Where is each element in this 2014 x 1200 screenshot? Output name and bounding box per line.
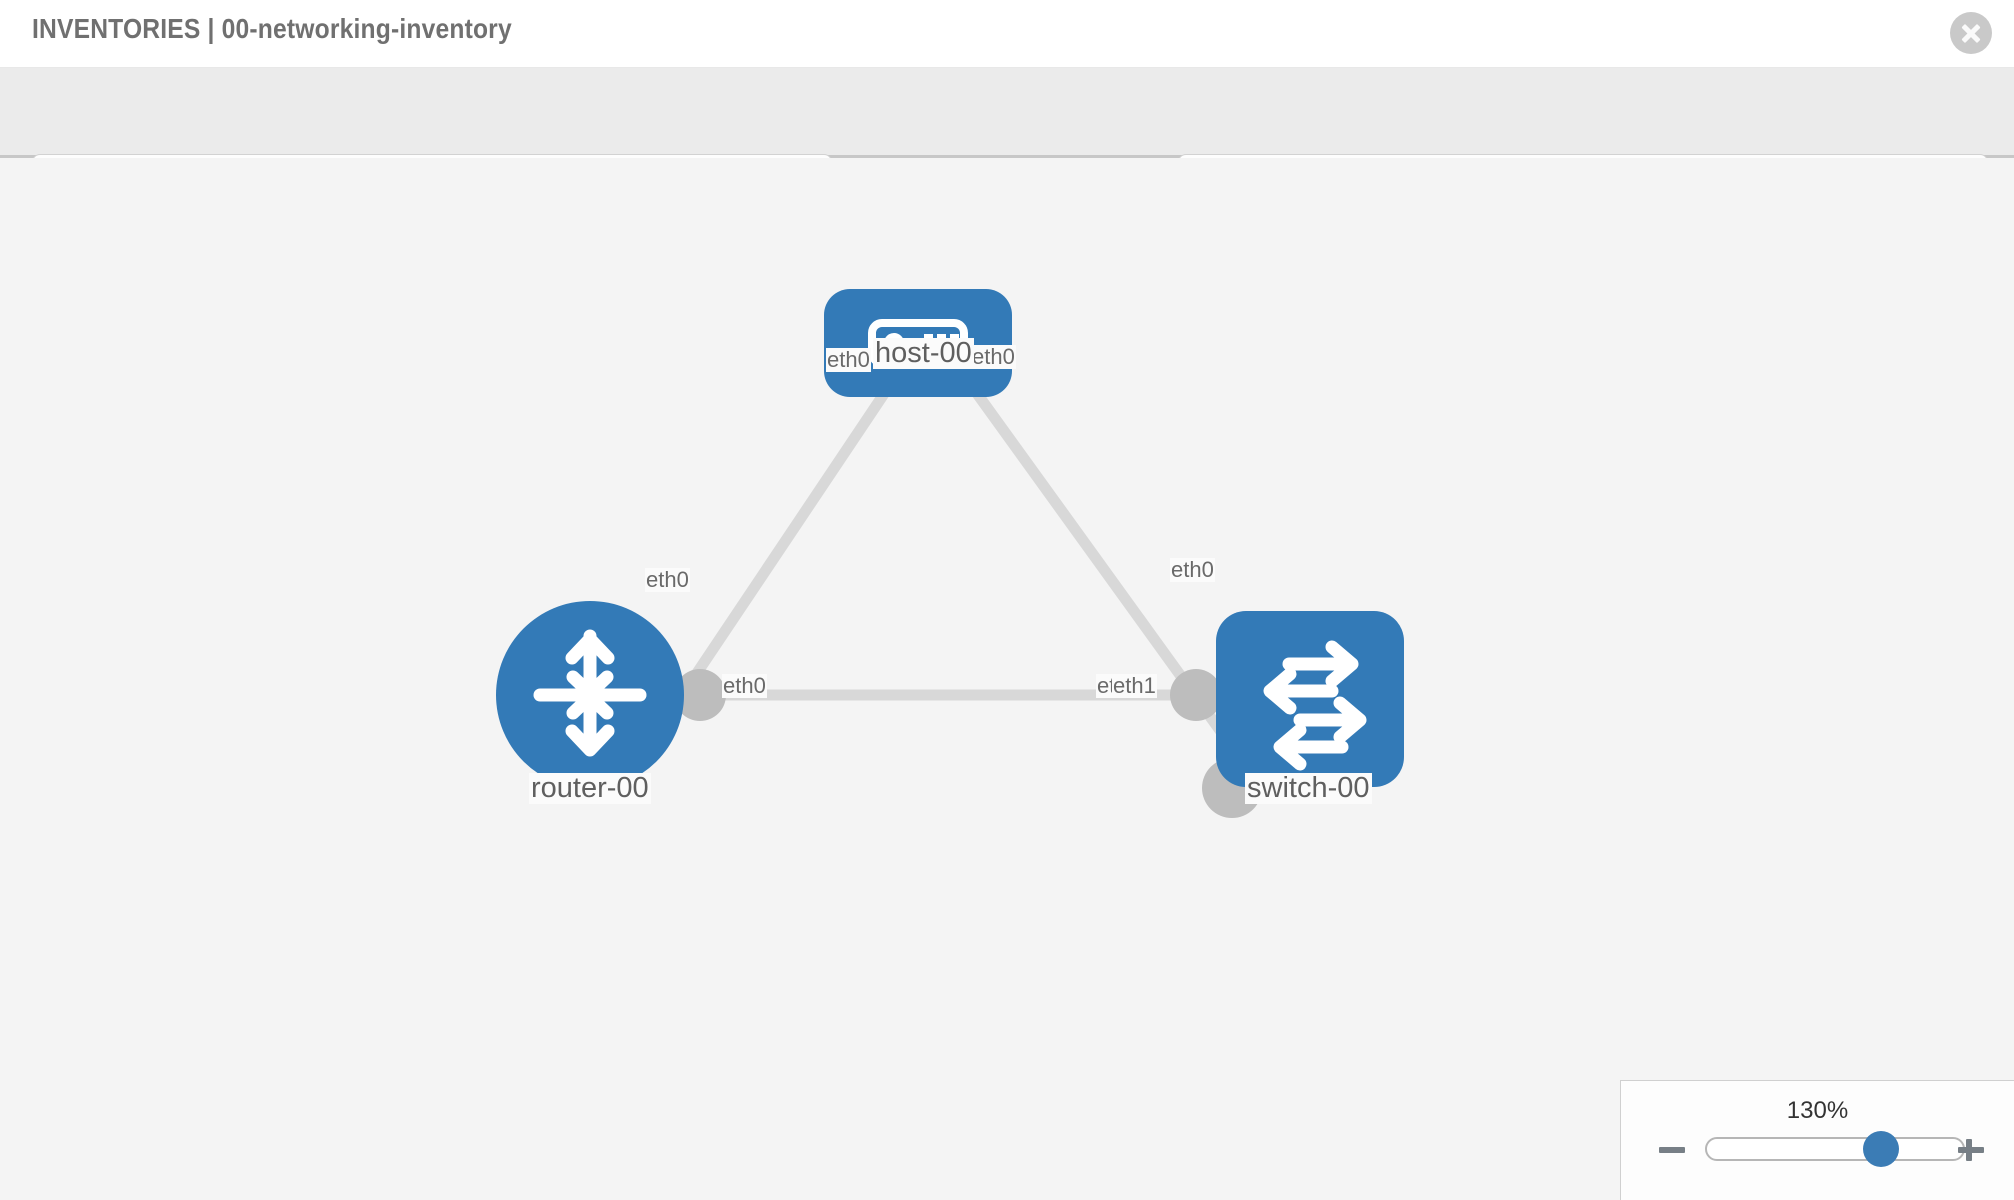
switch-arrows-icon xyxy=(1263,640,1367,771)
node-switch-00-body[interactable] xyxy=(1216,611,1404,787)
port-switch-eth1[interactable] xyxy=(1170,669,1222,721)
node-label-router-00[interactable]: router-00 xyxy=(529,772,651,805)
node-label-switch-00[interactable]: switch-00 xyxy=(1245,772,1372,805)
window-titlebar: INVENTORIES | 00-networking-inventory xyxy=(0,0,2014,68)
port-label-router-eth0-uplink: eth0 xyxy=(645,567,690,592)
port-label-switch-eth1: eth1 xyxy=(1112,673,1157,698)
port-label-router-eth0: eth0 xyxy=(722,673,767,698)
plus-icon[interactable] xyxy=(1956,1135,1986,1165)
port-label-host-eth0-right: eth0 xyxy=(971,344,1016,369)
minus-icon-bar xyxy=(1659,1147,1685,1153)
router-arrows-icon xyxy=(533,629,647,757)
node-label-host-00[interactable]: host-00 xyxy=(873,337,974,370)
page-title: INVENTORIES | 00-networking-inventory xyxy=(32,13,512,44)
topology-graph xyxy=(496,289,1404,818)
minus-icon[interactable] xyxy=(1657,1135,1687,1165)
node-router-00[interactable] xyxy=(496,601,684,789)
toolbar: ACTIONS SEARCH xyxy=(0,68,2014,210)
node-switch-00[interactable] xyxy=(1216,611,1404,787)
topology-canvas[interactable]: eth0 eth0 eth0 eth0 eth0 eth0 eth1 host-… xyxy=(0,158,2014,1200)
topology-links xyxy=(635,366,1250,762)
close-icon[interactable] xyxy=(1950,12,1992,54)
zoom-slider-handle[interactable] xyxy=(1863,1131,1900,1167)
plus-icon-bar-v xyxy=(1966,1139,1972,1161)
zoom-slider[interactable] xyxy=(1705,1131,1965,1167)
zoom-level-value: 130% xyxy=(1786,1097,1849,1124)
port-label-host-eth0-left: eth0 xyxy=(826,347,871,372)
port-label-switch-eth0-uplink: eth0 xyxy=(1170,557,1215,582)
port-router-eth0[interactable] xyxy=(674,669,726,721)
zoom-control-panel: 130% xyxy=(1620,1080,2014,1200)
